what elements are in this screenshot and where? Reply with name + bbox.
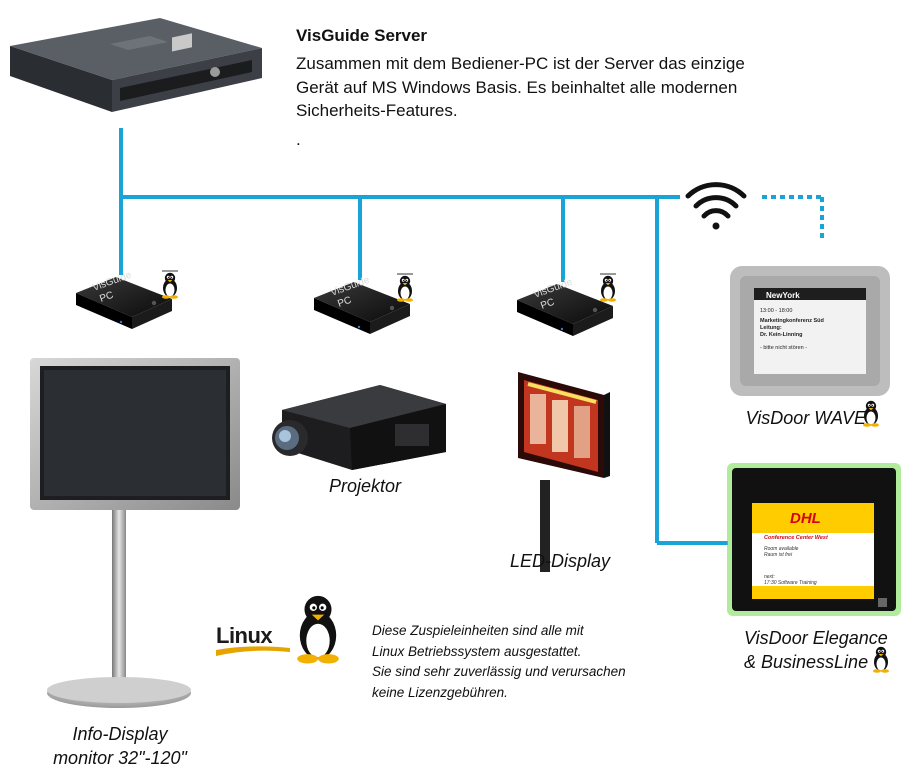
elegance-next: next: [764,574,775,580]
server-title: VisGuide Server [296,26,428,45]
elegance-next: 17:30 Software Training [764,580,817,586]
linux-note-line: keine Lizenzgebühren. [372,684,508,700]
wifi-icon [685,182,747,230]
visguide-pc-1: VisGuide PC [76,270,172,329]
pc-label: PC [539,297,556,312]
visdoor-elegance-icon: DHL Conference Center West Room availabl… [727,463,901,616]
server-description-line: Zusammen mit dem Bediener-PC ist der Ser… [296,54,745,73]
visdoor-wave-icon: NewYork 13:00 - 18:00 Marketingkonferenz… [730,266,890,396]
caption-line: monitor 32"-120" [53,748,187,768]
visdoor-elegance-caption: VisDoor Elegance & BusinessLine [730,626,890,674]
pc-label: PC [98,290,115,305]
server-description-line: Sicherheits-Features. [296,101,458,120]
linux-logo: Linux [216,595,339,664]
info-display-icon [30,358,240,708]
wireless-link [762,195,824,240]
tux-icon [600,273,616,302]
elegance-status: Raum ist frei [764,552,793,558]
visdoor-wave-caption: VisDoor WAVE [745,408,866,428]
pc-label: PC [336,295,353,310]
info-display-caption: Info-Display monitor 32"-120" [20,722,220,770]
led-display-caption: LED-Display [509,551,611,571]
linux-note-line: Diese Zuspieleinheiten sind alle mit [372,623,584,638]
dhl-logo: DHL [790,510,821,527]
visguide-pc-3: VisGuide PC [517,277,613,336]
wave-screen-line: Dr. Kein-Linning [760,332,802,338]
projector-caption: Projektor [328,476,402,496]
tux-icon [397,273,413,302]
wave-screen-line: Leitung: [760,325,782,331]
server-description-dot: . [296,130,301,149]
wave-screen-header: NewYork [766,291,800,300]
wave-screen-line: - bitte nicht stören - [760,345,807,351]
network-lines [119,128,728,545]
tux-icon [162,270,178,299]
server-description: Zusammen mit dem Bediener-PC ist der Ser… [296,52,856,123]
elegance-room: Conference Center West [764,535,829,541]
linux-note-line: Sie sind sehr zuverlässig und verursache… [372,664,626,679]
linux-note-line: Linux Betriebssystem ausgestattet. [372,643,582,659]
visguide-pc-2: VisGuide PC [314,275,410,334]
server-icon [10,18,262,112]
elegance-status: Room available [764,546,799,552]
caption-line: VisDoor Elegance [744,628,888,648]
server-description-line: Gerät auf MS Windows Basis. Es beinhalte… [296,77,738,97]
svg-text:Linux: Linux [216,623,273,648]
linux-note: Diese Zuspieleinheiten sind alle mit Lin… [372,621,692,703]
caption-line: Info-Display [72,724,168,744]
led-display-icon [518,372,610,572]
wave-screen-line: 13:00 - 18:00 [760,308,792,314]
wave-screen-line: Marketingkonferenz Süd [760,318,824,324]
caption-line: & BusinessLine [744,652,869,672]
projector-icon [272,385,446,470]
